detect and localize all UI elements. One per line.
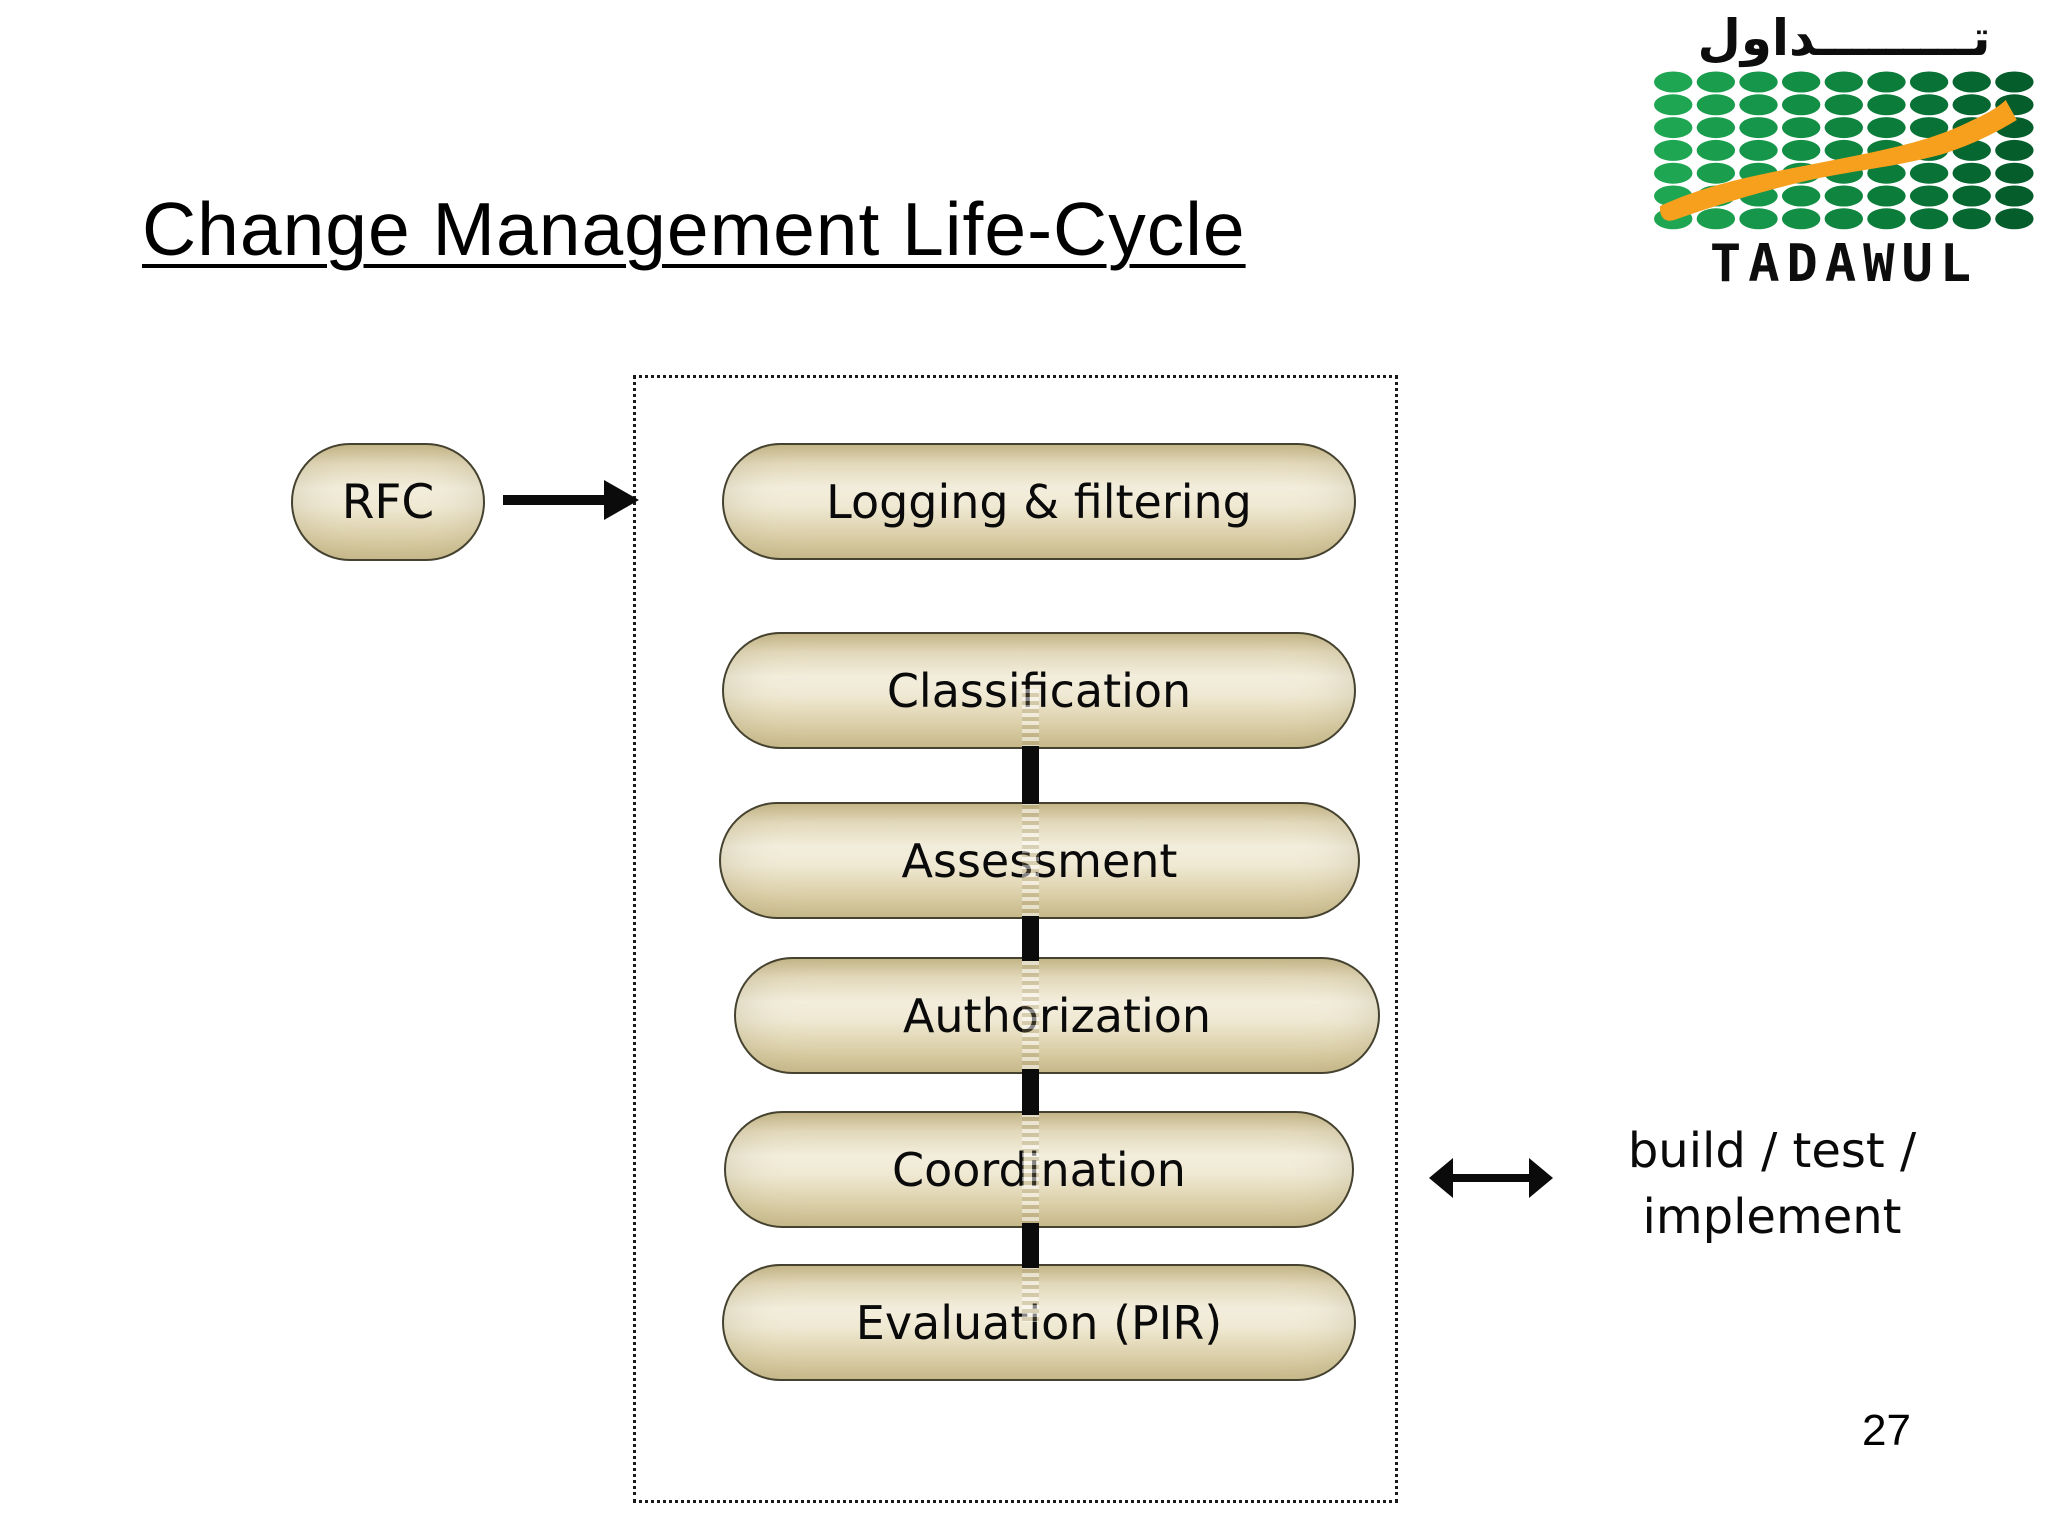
flow-connector-classification-assessment: [1022, 746, 1039, 804]
stage-label: Assessment: [901, 833, 1178, 888]
flow-connector-authorization-coordination: [1022, 1069, 1039, 1115]
tadawul-logo: تـــــــــداول TADAWUL: [1652, 8, 2036, 294]
tadawul-brand-name: TADAWUL: [1709, 234, 1979, 294]
rfc-to-lifecycle-arrow-icon: [503, 480, 639, 520]
rfc-label: RFC: [341, 474, 435, 530]
page-number: 27: [1862, 1406, 1911, 1455]
rfc-node: RFC: [291, 443, 485, 561]
stage-pill-evaluation-pir: Evaluation (PIR): [722, 1264, 1356, 1381]
tadawul-dots-graphic: [1654, 71, 2034, 230]
stage-pill-authorization: Authorization: [734, 957, 1380, 1074]
note-line-1: build / test /: [1627, 1123, 1917, 1179]
stage-label: Evaluation (PIR): [855, 1295, 1223, 1350]
tadawul-arabic-wordmark: تـــــــــداول: [1697, 9, 1991, 67]
stage-pill-logging-filtering: Logging & filtering: [722, 443, 1356, 560]
flow-connector-assessment-authorization: [1022, 916, 1039, 961]
stage-label: Logging & filtering: [826, 474, 1252, 529]
build-test-implement-note: build / test / implement: [1590, 1118, 1954, 1250]
lifecycle-boundary-box: [633, 375, 1398, 1503]
stage-label: Classification: [886, 663, 1192, 718]
orange-swoosh-icon: [1659, 100, 2017, 221]
stage-pill-assessment: Assessment: [719, 802, 1360, 919]
green-dot-grid: [1654, 71, 2034, 230]
page-title: Change Management Life-Cycle: [142, 187, 1246, 271]
note-line-2: implement: [1642, 1189, 1902, 1246]
stage-pill-classification: Classification: [722, 632, 1356, 749]
stage-pill-coordination: Coordination: [724, 1111, 1354, 1228]
double-headed-arrow-icon: [1429, 1158, 1553, 1198]
flow-connector-coordination-evaluation: [1022, 1223, 1039, 1268]
flow-connector-band: [1022, 689, 1039, 1322]
stage-label: Authorization: [902, 988, 1212, 1043]
